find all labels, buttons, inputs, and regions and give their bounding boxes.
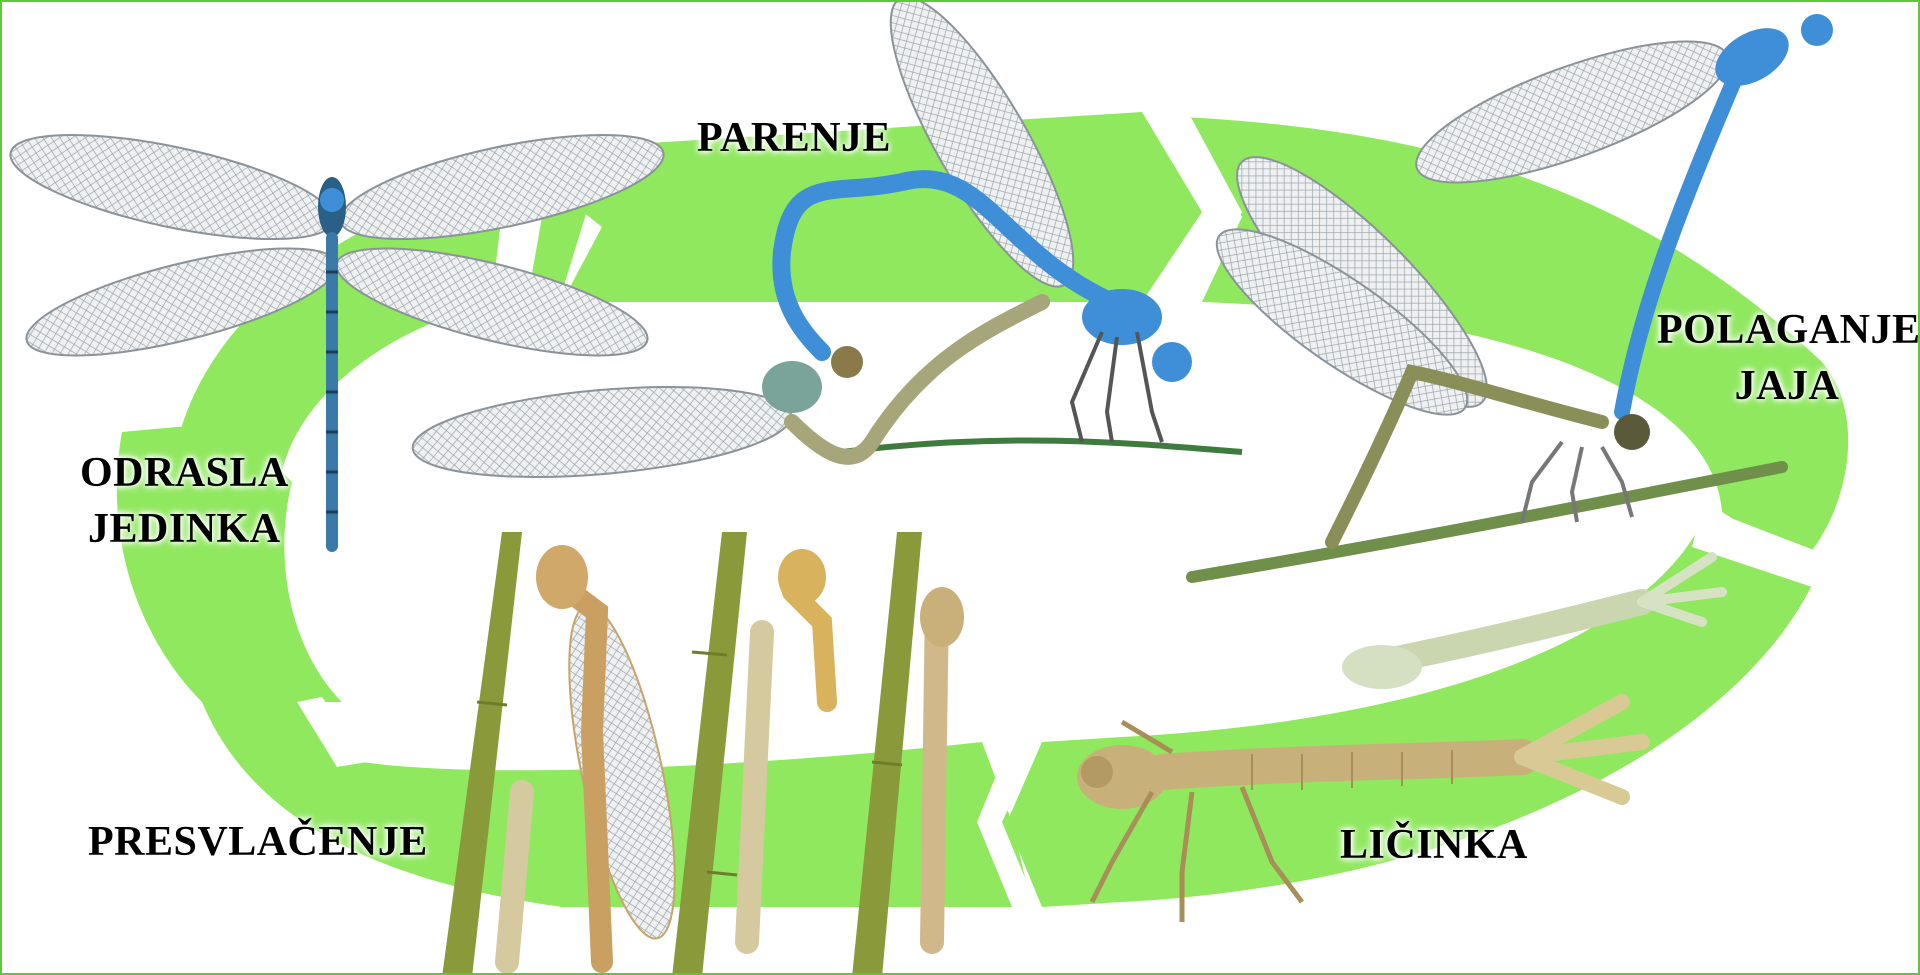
stage-label-line: JAJA — [1657, 358, 1917, 414]
stage-label-line: POLAGANJE — [1657, 302, 1917, 358]
stage-label-molting: PRESVLAČENJE — [88, 814, 428, 870]
stage-label-adult: ODRASLA JEDINKA — [80, 445, 289, 557]
stage-label-line: PRESVLAČENJE — [88, 814, 428, 870]
stage-label-mating: PARENJE — [697, 110, 891, 166]
stage-label-line: ODRASLA — [80, 445, 289, 501]
stage-label-larva: LIČINKA — [1340, 817, 1528, 873]
stage-label-line: PARENJE — [697, 110, 891, 166]
molting-sequence — [442, 532, 964, 973]
stage-label-line: JEDINKA — [80, 501, 289, 557]
stage-label-line: LIČINKA — [1340, 817, 1528, 873]
stage-label-egg-laying: POLAGANJE JAJA — [1657, 302, 1917, 414]
